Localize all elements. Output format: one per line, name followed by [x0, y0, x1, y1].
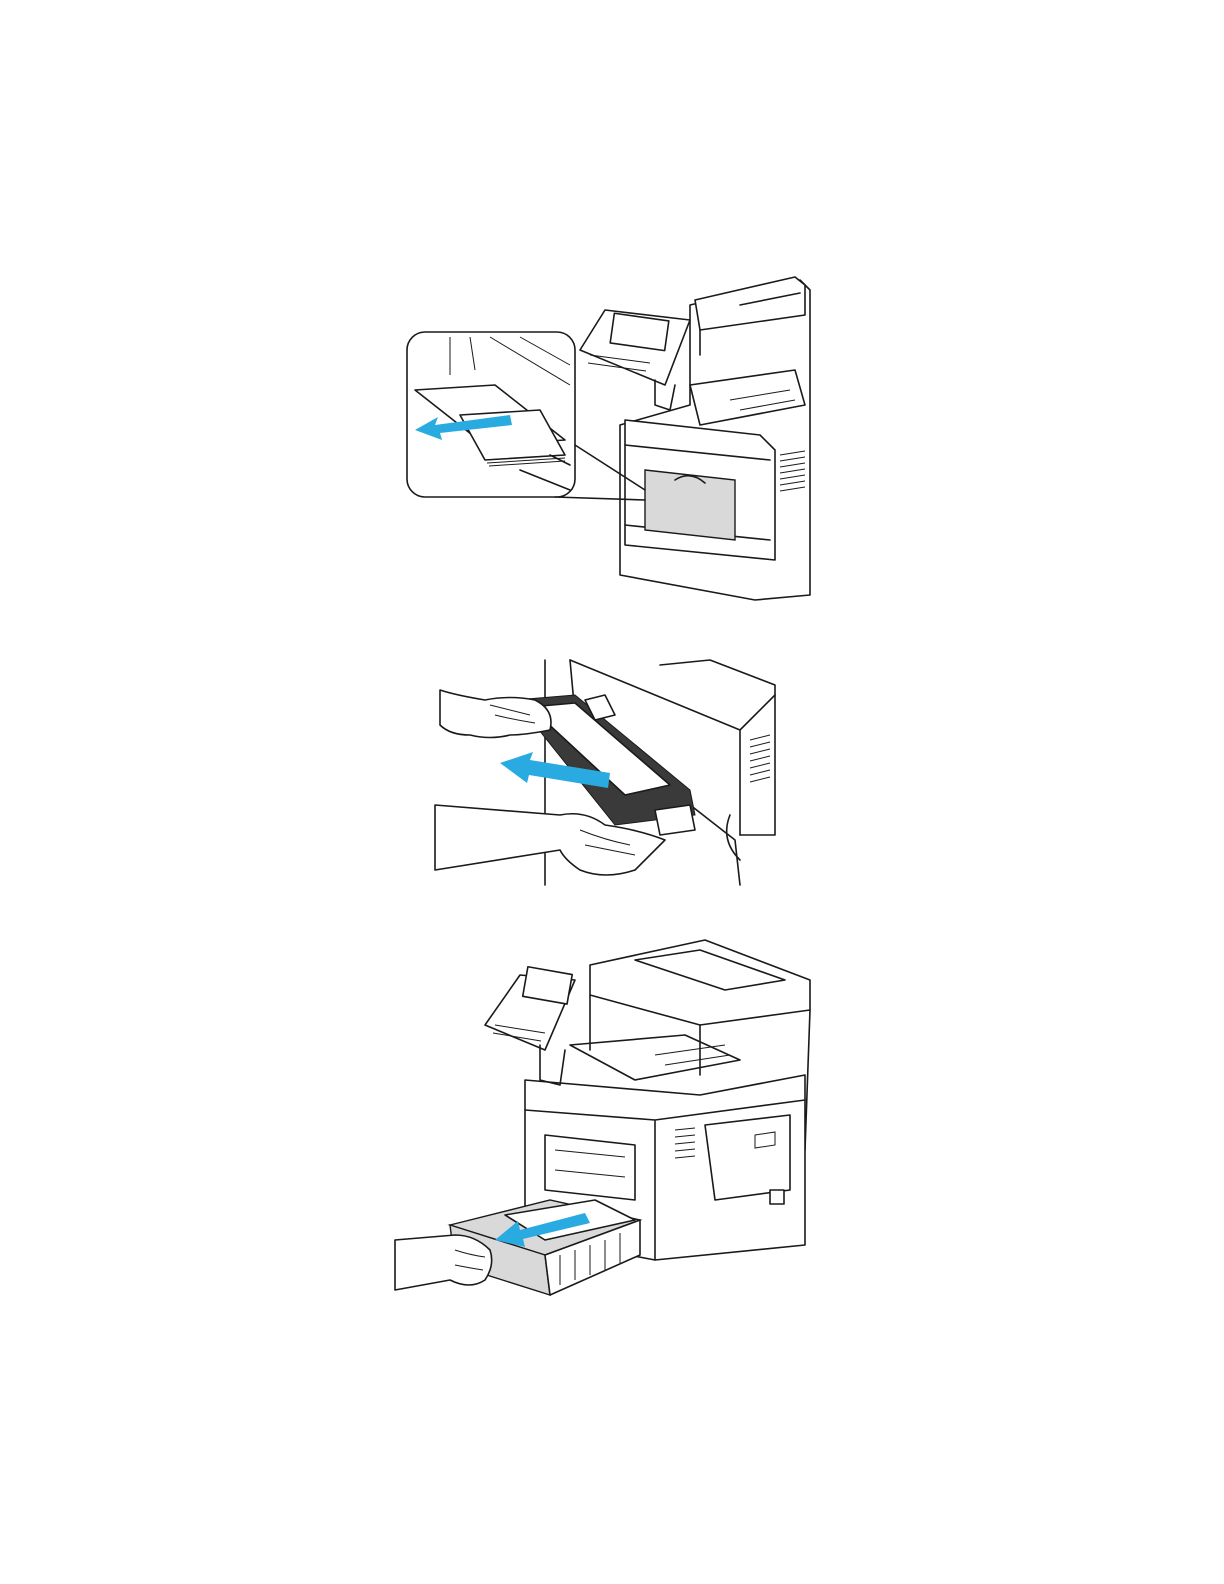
hand-pulling-out-paper-tray-illustration	[395, 935, 820, 1310]
printer-bypass-tray-remove-paper-icon	[400, 275, 815, 610]
hands-removing-bypass-tray-illustration	[430, 655, 780, 895]
hands-removing-bypass-tray-icon	[430, 655, 780, 895]
printer-bypass-tray-remove-paper-illustration	[400, 275, 815, 610]
hand-pulling-out-paper-tray-icon	[395, 935, 820, 1310]
